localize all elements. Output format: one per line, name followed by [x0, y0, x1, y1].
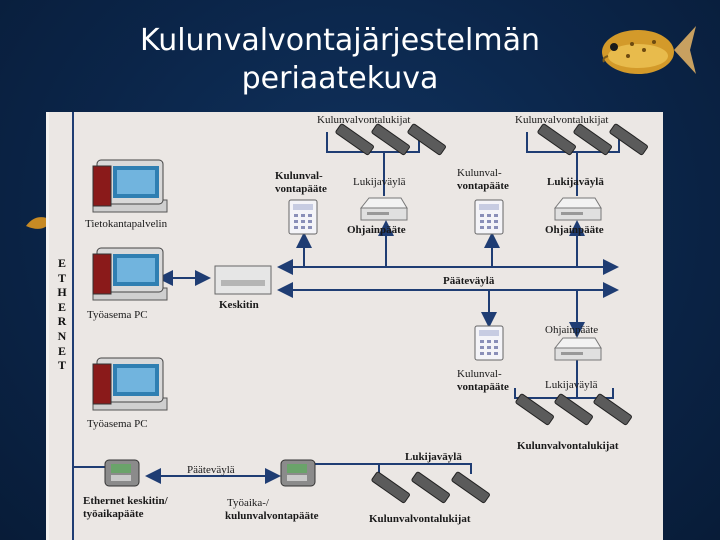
reader-bus-top-left-label: Lukijaväylä: [353, 176, 406, 188]
access-terminal-top-mid-icon: [474, 199, 504, 235]
readers-top-right-label: Kulunvalvontalukijat: [515, 114, 609, 126]
ethernet-letter: E: [57, 256, 66, 270]
reader-icon: [536, 122, 577, 156]
reader-bus-top-left-line: [326, 132, 420, 153]
workstation-pc-2-icon: [92, 357, 168, 411]
eth-hub-label-1: Ethernet keskitin/: [83, 495, 168, 507]
reader-icon: [334, 122, 375, 156]
reader-bus-bottom-label: Lukijaväylä: [405, 451, 462, 463]
ethernet-letter: N: [57, 328, 67, 343]
diagram-panel: E T H E R N E T Tietokantapalvelin Työas…: [46, 112, 663, 540]
reader-icon: [450, 470, 491, 504]
controller-mid-label: Ohjainpääte: [545, 324, 599, 336]
reader-icon: [370, 122, 411, 156]
title-line-2: periaatekuva: [241, 61, 439, 96]
ethernet-letter: E: [57, 299, 66, 314]
reader-icon: [572, 122, 613, 156]
controller-mid-icon: [554, 337, 602, 361]
hub-label: Keskitin: [219, 299, 259, 311]
readers-bottom-label: Kulunvalvontalukijat: [369, 513, 471, 525]
hub-icon: [214, 265, 272, 295]
reader-bus-bottom-line: [378, 463, 472, 474]
workstation-2-label: Työasema PC: [87, 418, 148, 430]
terminal-top-left-label-1: Kulunval-: [275, 170, 323, 182]
ethernet-letter: H: [57, 285, 67, 300]
eth-hub-label-2: työaikapääte: [83, 508, 144, 520]
controller-top-right-label: Ohjainpääte: [545, 224, 604, 236]
terminal-top-mid-label-1: Kulunval-: [457, 167, 502, 179]
readers-top-left-label: Kulunvalvontalukijat: [317, 114, 411, 126]
ethernet-letter: T: [57, 358, 66, 373]
controller-top-left-icon: [360, 197, 408, 221]
ethernet-hub-time-terminal-icon: [104, 459, 140, 487]
controller-top-right-icon: [554, 197, 602, 221]
reader-bus-mid-label: Lukijaväylä: [545, 379, 598, 391]
ethernet-letter: R: [57, 314, 67, 329]
workstation-1-label: Työasema PC: [87, 309, 148, 321]
readers-mid-label: Kulunvalvontalukijat: [517, 440, 619, 452]
reader-icon: [410, 470, 451, 504]
fish-icon: [602, 26, 696, 74]
controller-top-left-label: Ohjainpääte: [347, 224, 406, 236]
db-server-label: Tietokantapalvelin: [85, 218, 168, 230]
ethernet-vertical-label: E T H E R N E T: [54, 256, 70, 373]
reader-icon: [370, 470, 411, 504]
reader-bus-top-right-line: [526, 132, 620, 153]
title-line-1: Kulunvalvontajärjestelmän: [140, 23, 540, 58]
ethernet-letter: T: [57, 270, 66, 285]
terminal-top-left-label-2: vontapääte: [275, 183, 327, 195]
access-terminal-mid-icon: [474, 325, 504, 361]
terminal-bus-bottom-label: Pääteväylä: [187, 464, 235, 476]
terminal-mid-label-1: Kulunval-: [457, 368, 502, 380]
terminal-top-mid-label-2: vontapääte: [457, 180, 509, 192]
reader-bus-top-right-label: Lukijaväylä: [547, 176, 604, 188]
terminal-mid-label-2: vontapääte: [457, 381, 509, 393]
time-terminal-label-1: Työaika-/: [227, 497, 269, 509]
reader-icon: [406, 122, 447, 156]
reader-icon: [608, 122, 649, 156]
database-server-icon: [92, 159, 168, 213]
coral-decoration-icon: [26, 217, 52, 229]
slide-title: Kulunvalvontajärjestelmän periaatekuva: [60, 22, 620, 98]
access-terminal-top-left-icon: [288, 199, 318, 235]
workstation-pc-1-icon: [92, 247, 168, 301]
time-terminal-label-2: kulunvalvontapääte: [225, 510, 319, 522]
time-access-terminal-icon: [280, 459, 316, 487]
ethernet-letter: E: [57, 343, 66, 358]
diagram-canvas: [72, 112, 649, 540]
terminal-bus-main-label: Pääteväylä: [443, 275, 495, 287]
